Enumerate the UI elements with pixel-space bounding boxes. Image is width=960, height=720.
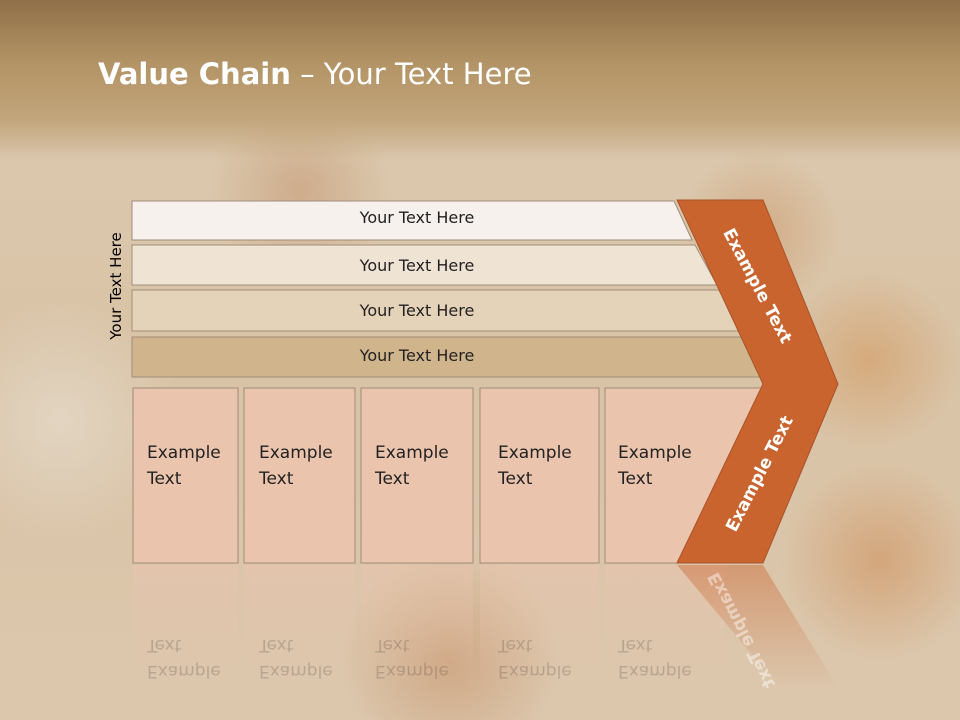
box-label-line1: Example — [259, 443, 333, 463]
reflection-line2: Text — [498, 635, 533, 655]
reflection-line1: Example — [498, 661, 572, 681]
box-label-line1: Example — [498, 443, 572, 463]
box-label-reflection: Example Text — [498, 632, 572, 684]
reflection-line2: Text — [259, 635, 294, 655]
title-rest: – Your Text Here — [290, 57, 532, 91]
reflection-line1: Example — [147, 661, 221, 681]
box-label-reflection: Example Text — [147, 632, 221, 684]
bar-label-2: Your Text Here — [359, 256, 475, 275]
reflection-line2: Text — [147, 635, 182, 655]
box-shape-2 — [243, 387, 356, 564]
box-reflection — [244, 565, 355, 685]
box-shape-4 — [479, 387, 600, 564]
box-label-line2: Text — [375, 469, 410, 489]
box-label-line2: Text — [498, 469, 533, 489]
box-label-line2: Text — [618, 469, 653, 489]
box-reflection — [361, 565, 473, 685]
bar-label-1: Your Text Here — [359, 208, 475, 227]
box-label-line1: Example — [147, 443, 221, 463]
box-label-reflection: Example Text — [375, 632, 449, 684]
box-label-line1: Example — [618, 443, 692, 463]
bar-label-3: Your Text Here — [359, 301, 475, 320]
title-bold: Value Chain — [98, 57, 291, 91]
reflection-line1: Example — [375, 661, 449, 681]
reflection-line2: Text — [618, 635, 653, 655]
reflection-line2: Text — [375, 635, 410, 655]
box-label-line2: Text — [147, 469, 182, 489]
reflection-line1: Example — [259, 661, 333, 681]
box-label-reflection: Example Text — [259, 632, 333, 684]
bar-label-4: Your Text Here — [359, 346, 475, 365]
box-label-line2: Text — [259, 469, 294, 489]
box-reflection — [133, 565, 238, 685]
arrow-reflection — [677, 565, 838, 688]
title-band — [0, 0, 960, 160]
reflection-group — [133, 565, 838, 688]
box-label-reflection: Example Text — [618, 632, 692, 684]
box-label-line1: Example — [375, 443, 449, 463]
box-reflection — [480, 565, 599, 685]
slide-title: Value Chain – Your Text Here — [98, 54, 532, 94]
bar-shape-1 — [131, 200, 693, 241]
reflection-line1: Example — [618, 661, 692, 681]
chevron-arrow — [676, 199, 839, 564]
box-shape-3 — [360, 387, 474, 564]
box-shape-1 — [132, 387, 239, 564]
